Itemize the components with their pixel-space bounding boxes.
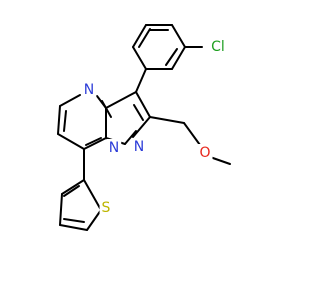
bond	[63, 110, 67, 132]
bond	[209, 156, 231, 165]
bond	[135, 68, 147, 93]
bond	[57, 105, 61, 135]
bond	[132, 46, 147, 70]
bond	[83, 137, 107, 150]
bond	[124, 130, 137, 145]
atom-label-layer: Cl N N N O S	[81, 38, 227, 217]
bond	[83, 179, 102, 211]
bond	[165, 48, 178, 66]
nitrogen-atom-label: N	[109, 140, 119, 156]
atom-label-background	[81, 81, 97, 99]
bond	[86, 209, 102, 231]
bond	[171, 46, 186, 70]
bond	[101, 100, 112, 118]
bond	[105, 91, 137, 109]
molecule-canvas: Cl N N N O S	[57, 24, 231, 231]
atom-label-background	[99, 199, 113, 217]
nitrogen-atom-label: N	[84, 82, 94, 98]
bond	[59, 94, 81, 107]
atom-label-background	[131, 138, 147, 156]
sulfur-atom-label: S	[102, 200, 111, 216]
bond	[149, 116, 185, 124]
bond	[132, 116, 151, 138]
bond	[171, 24, 186, 48]
oxygen-atom-label: O	[199, 145, 210, 161]
chlorine-atom-label: Cl	[211, 39, 225, 55]
bond-layer	[57, 24, 231, 231]
bond	[132, 24, 147, 48]
bond	[135, 91, 151, 118]
nitrogen-atom-label: N	[134, 139, 144, 155]
bond	[85, 137, 102, 146]
bond	[57, 133, 85, 150]
atom-label-background	[197, 144, 213, 162]
atom-label-background	[106, 139, 122, 157]
atom-label-background	[209, 38, 227, 56]
structure-diagram: Cl N N N O S	[57, 24, 231, 231]
bond	[133, 104, 144, 121]
bond	[138, 28, 151, 48]
bond	[63, 218, 85, 223]
bond	[59, 193, 63, 226]
bond	[59, 224, 88, 231]
bond	[61, 179, 85, 195]
bond	[183, 122, 201, 146]
bond	[63, 185, 80, 197]
